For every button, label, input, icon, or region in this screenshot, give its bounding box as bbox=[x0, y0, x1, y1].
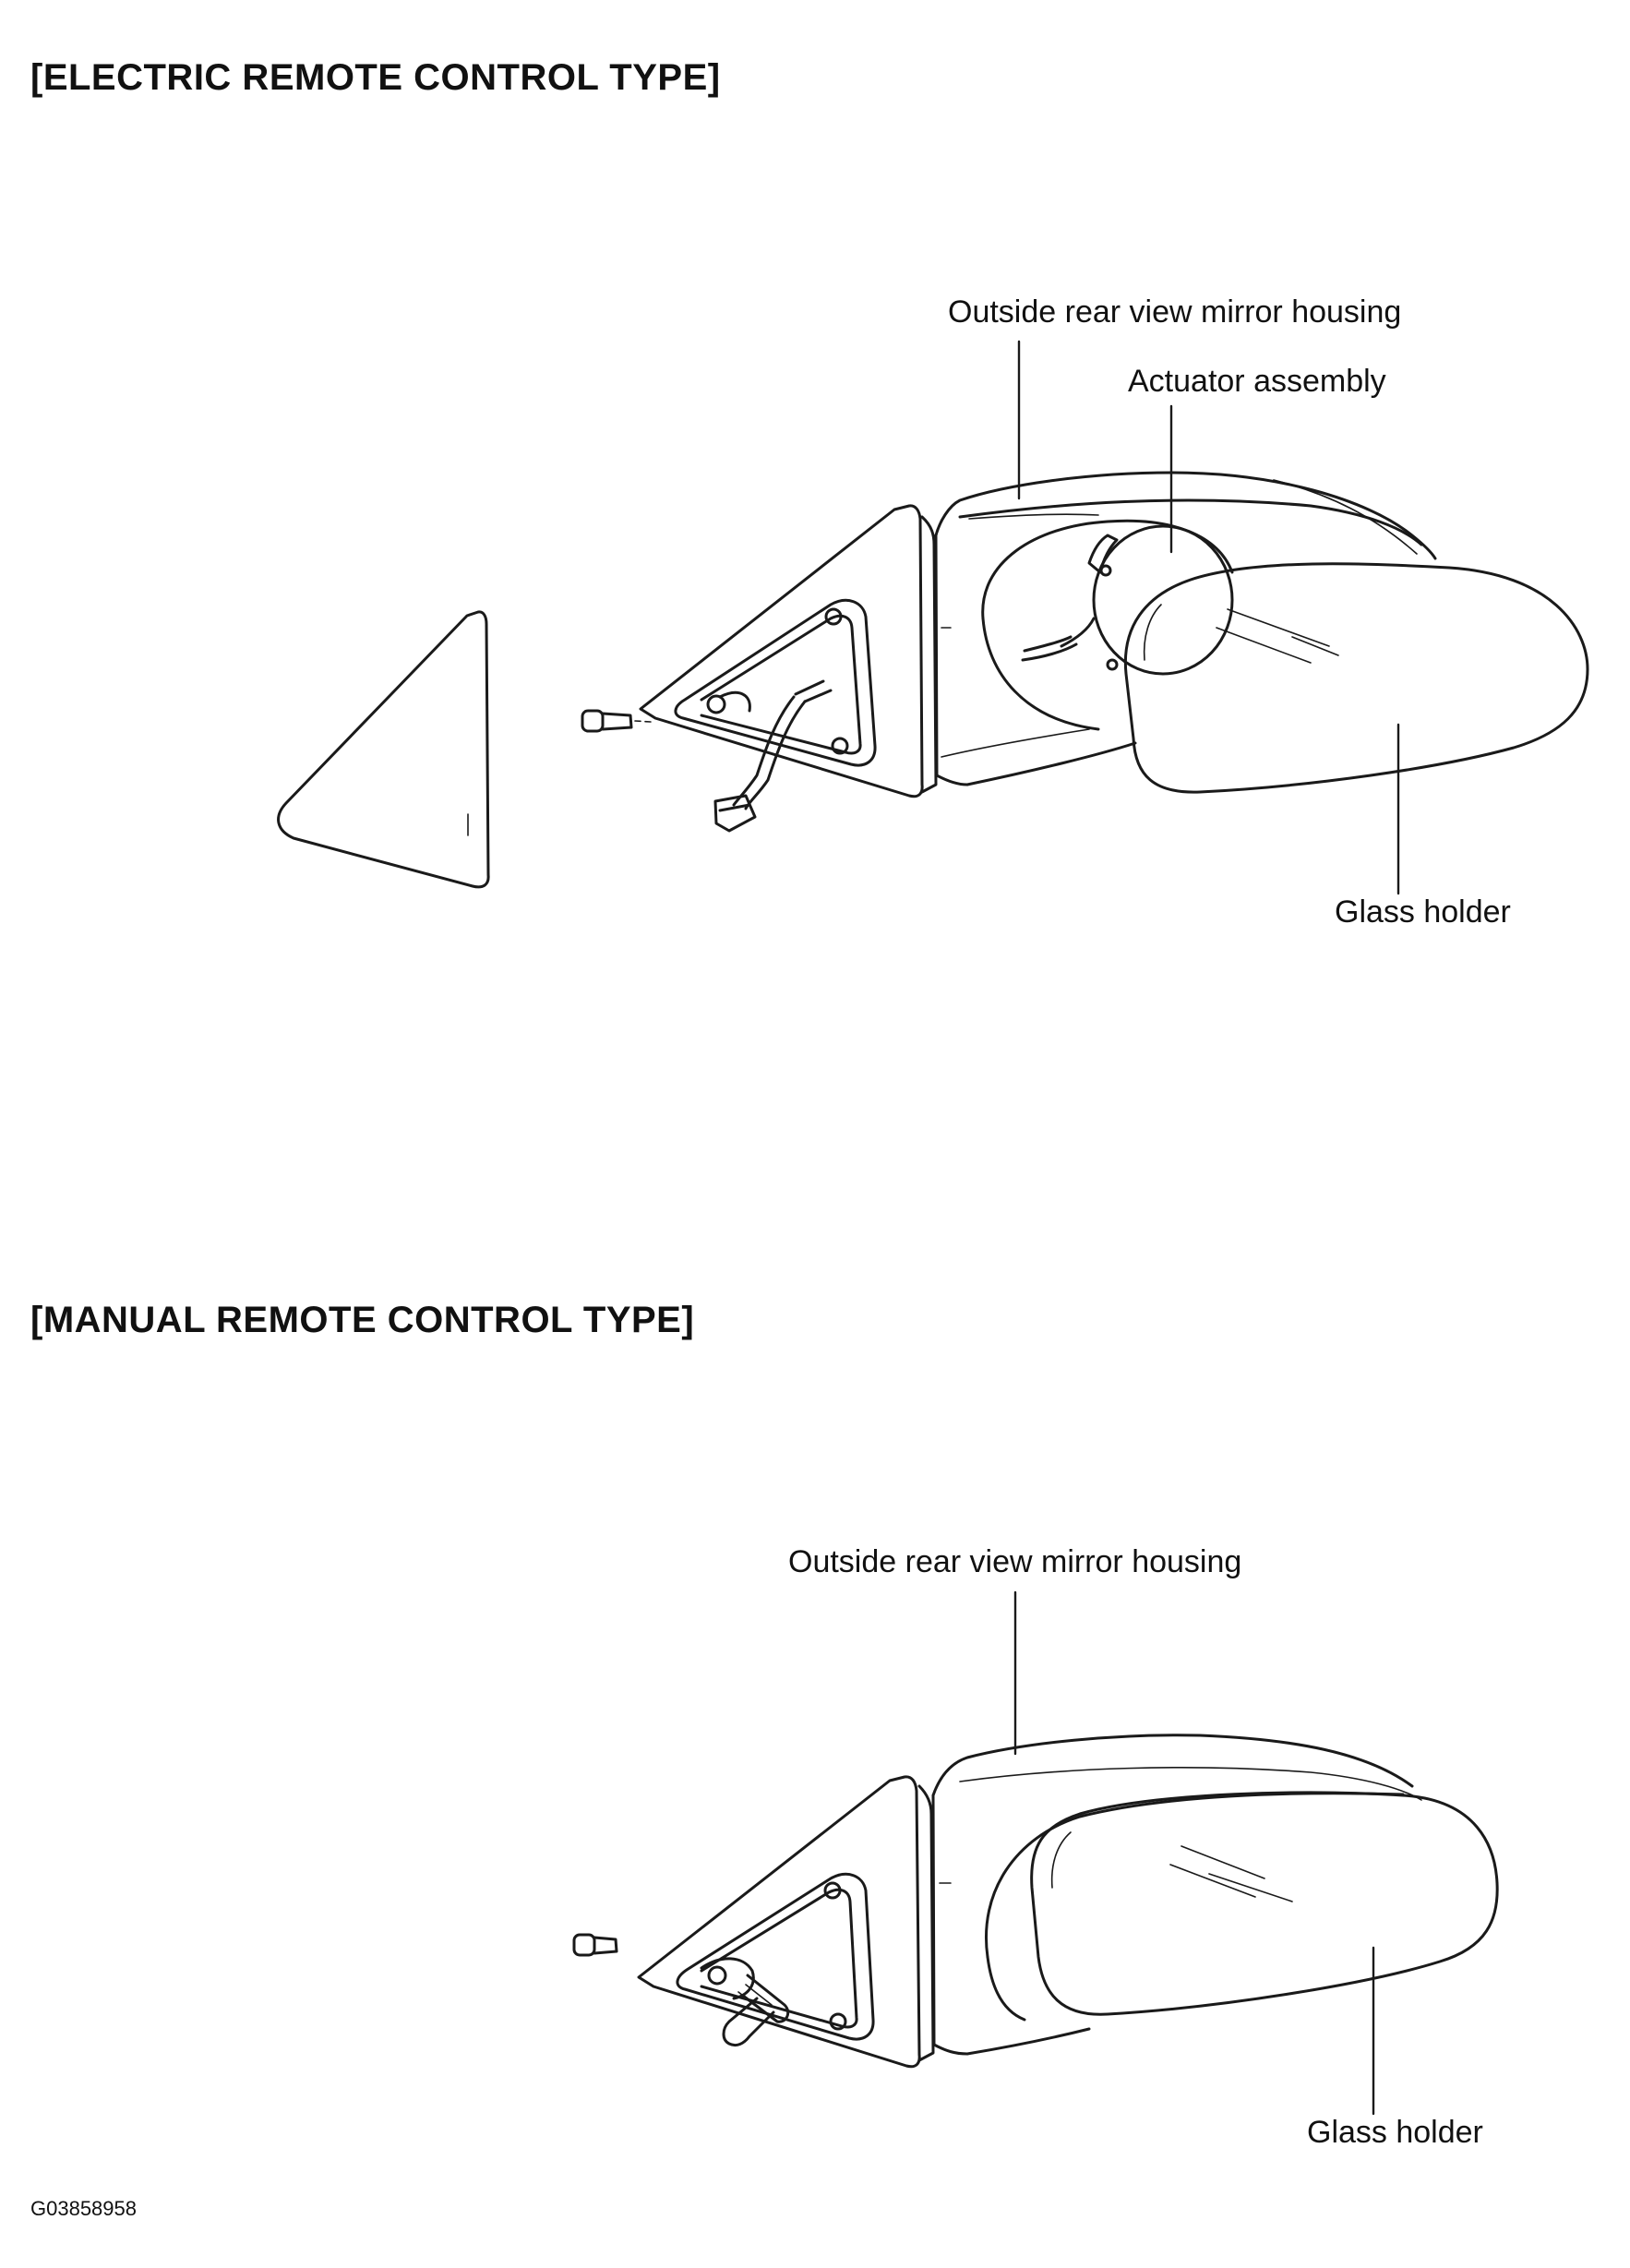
glass-holder-manual bbox=[1030, 1791, 1499, 2016]
label-glass-holder-manual: Glass holder bbox=[1307, 2115, 1483, 2150]
triangle-cover bbox=[277, 610, 490, 889]
mounting-screw-manual bbox=[572, 1933, 618, 1957]
mounting-screw bbox=[581, 709, 652, 733]
figure-id: G03858958 bbox=[30, 2197, 137, 2220]
label-glass-holder-electric: Glass holder bbox=[1335, 894, 1511, 930]
mounting-base-manual bbox=[637, 1775, 935, 2069]
section-heading-manual: [MANUAL REMOTE CONTROL TYPE] bbox=[30, 1300, 695, 1340]
mirror-housing-manual bbox=[931, 1734, 1422, 2056]
label-actuator-electric: Actuator assembly bbox=[1128, 364, 1386, 399]
mirror-housing bbox=[934, 471, 1437, 786]
actuator-assembly bbox=[1021, 524, 1234, 676]
glass-holder bbox=[1123, 562, 1589, 794]
label-housing-electric: Outside rear view mirror housing bbox=[948, 294, 1402, 330]
label-housing-manual: Outside rear view mirror housing bbox=[788, 1544, 1242, 1579]
section-heading-electric: [ELECTRIC REMOTE CONTROL TYPE] bbox=[30, 57, 721, 98]
mounting-base bbox=[639, 504, 938, 833]
manual-type-drawing bbox=[572, 1590, 1499, 2116]
electric-type-drawing bbox=[277, 340, 1589, 895]
